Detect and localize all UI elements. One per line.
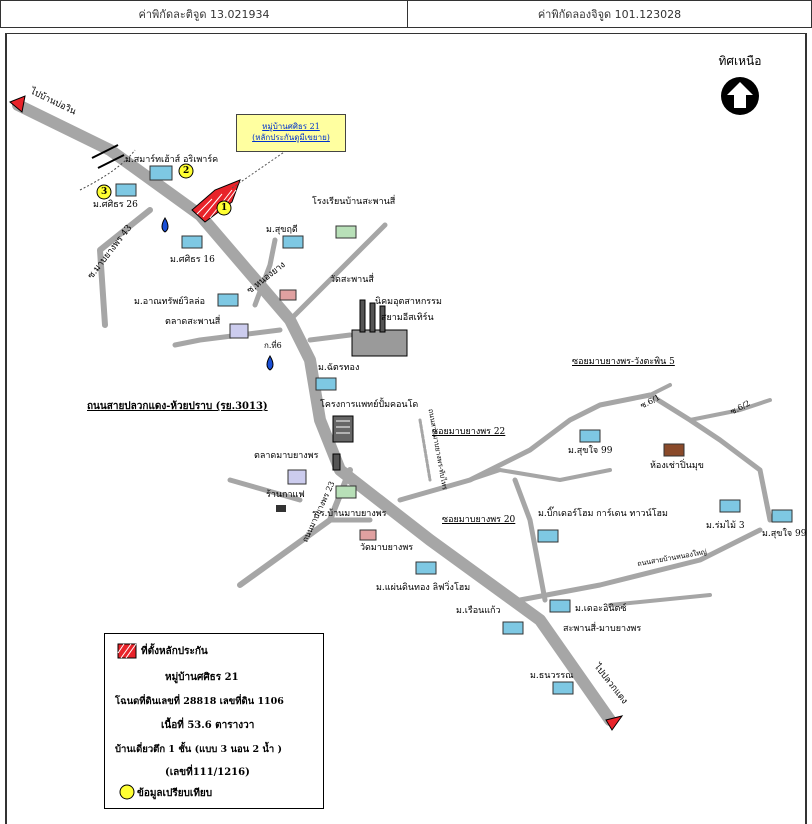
north-indicator: ทิศเหนือ (700, 52, 780, 117)
label-talat-saphan-si: ตลาดสะพานสี่ (165, 317, 221, 327)
legend-house: บ้านเดี่ยวตึก 1 ชั้น (แบบ 3 นอน 2 น้ำ ) (115, 744, 283, 755)
marker-3: 3 (101, 187, 108, 197)
label-hong-chao: ห้องเช่าปิ่นมุข (650, 461, 704, 471)
label-arthaphat: ม.อาณทรัพย์วิลล่อ (134, 297, 206, 307)
arrow-down-icon (605, 715, 624, 731)
factory-icon (351, 299, 408, 357)
label-suchai99-b: ม.สุขใจ 99 (762, 529, 807, 539)
house-icons (115, 165, 793, 695)
side-road (512, 477, 548, 603)
temple-icons (279, 289, 377, 541)
label-soi-20: ซอยมาบยางพร 20 (442, 515, 516, 525)
label-soi-22: ซอยมาบยางพร 22 (432, 427, 506, 437)
label-atm: ก.ที่6 (264, 341, 282, 350)
label-soi-5: ซอยมาบยางพร-วังตะพิน 5 (572, 357, 675, 367)
label-school: โรงเรียนบ้านสะพานสี่ (312, 197, 396, 207)
marker-circles (96, 163, 232, 216)
legend-deed: โฉนดที่ดินเลขที่ 28818 เลขที่ดิน 1106 (115, 696, 284, 707)
side-road (97, 207, 153, 328)
collateral-callout: หมู่บ้านศศิธร 21 (หลักประกันดูมีเขยาย) (236, 114, 346, 152)
side-road (608, 593, 712, 607)
side-road (252, 237, 278, 308)
bridge-icon (91, 144, 125, 169)
label-the-crown: ม.เดอะอินิตซ์ (575, 604, 627, 614)
side-road (688, 398, 772, 422)
collateral-plot (191, 179, 241, 223)
collateral-swatch-icon (117, 643, 137, 659)
label-chuchat: ม.สุขฤดี (266, 225, 298, 235)
side-road (517, 527, 763, 603)
compare-marker-icon (119, 784, 135, 800)
marker-2: 2 (183, 166, 190, 176)
label-thanwarat: ม.ธนวรรณ (530, 671, 574, 681)
label-ruamjai3: ม.ร่มไม้ 3 (706, 521, 745, 531)
marker-1: 1 (221, 203, 228, 213)
side-road (468, 468, 612, 482)
latitude-cell: ค่าพิกัดละติจูด 13.021934 (0, 0, 408, 28)
label-condo: โครงการแพทย์ปั้มคอนโด (320, 400, 419, 410)
school-icons (229, 225, 357, 499)
side-road (307, 332, 353, 343)
gas-station-icon (161, 217, 274, 371)
side-road (172, 327, 283, 348)
label-wat-saphan-si: วัดสะพานสี่ (330, 275, 374, 285)
label-industrial-1: นิคมอุตสาหกรรม (375, 297, 442, 307)
label-road-3013: ถนนสายปลวกแดง-ห้วยปราบ (รย.3013) (87, 401, 268, 412)
north-arrow-icon (721, 77, 759, 115)
label-raan-ko: ร้านกาแฟ (266, 490, 305, 500)
callout-line1: หมู่บ้านศศิธร 21 (262, 122, 320, 132)
label-school-mapyang: ร.ร.บ้านมาบยางพร (312, 509, 387, 519)
legend-collateral: ที่ตั้งหลักประกัน (141, 646, 208, 657)
north-label: ทิศเหนือ (718, 54, 762, 68)
label-talat-mapyang: ตลาดมาบยางพร (254, 451, 319, 461)
latitude-text: ค่าพิกัดละติจูด 13.021934 (138, 8, 270, 21)
label-paradise: ม.แผ่นดินทอง ลิฟวิ่งโฮม (376, 583, 471, 593)
side-road (418, 418, 432, 482)
side-road (397, 392, 773, 523)
legend-village: หมู่บ้านศศิธร 21 (165, 672, 239, 683)
traffic-light-icon (332, 453, 341, 471)
map-legend: ที่ตั้งหลักประกัน หมู่บ้านศศิธร 21 โฉนดท… (104, 633, 324, 809)
coordinate-header: ค่าพิกัดละติจูด 13.021934 ค่าพิกัดลองจิจ… (0, 0, 812, 30)
label-sasithorn26: ม.ศศิธร 26 (93, 200, 138, 210)
label-industrial-2: สยามอีสเทิร์น (381, 313, 434, 323)
label-suchai99-a: ม.สุขใจ 99 (568, 446, 613, 456)
side-road (227, 477, 303, 503)
shop-icon (276, 505, 286, 512)
label-saphan-mapyang: สะพานสี่-มาบยางพร (563, 624, 642, 634)
label-chatthong: ม.ฉัตรทอง (318, 363, 360, 373)
longitude-text: ค่าพิกัดลองจิจูด 101.123028 (537, 8, 682, 21)
legend-house-no: (เลขที่111/1216) (165, 767, 250, 778)
label-sasithorn16: ม.ศศิธร 16 (170, 255, 215, 265)
side-road (648, 383, 672, 397)
side-road (287, 222, 388, 323)
map-frame (5, 33, 807, 824)
label-big-garden: ม.บิ๊กเดอร์โฮม การ์เดน ทาวน์โฮม (538, 509, 668, 519)
label-smart-home: ม.สมาร์ทเฮ้าส์ อริเพาร์ค (125, 155, 219, 165)
arrow-left-icon (9, 95, 26, 113)
legend-area: เนื้อที่ 53.6 ตารางวา (161, 720, 255, 731)
condo-icon (332, 415, 354, 443)
rental-icon (663, 443, 685, 457)
callout-line2: (หลักประกันดูมีเขยาย) (252, 133, 330, 142)
label-wat-mapyang: วัดมาบยางพร (360, 543, 414, 553)
main-highway (12, 99, 616, 726)
legend-compare: ข้อมูลเปรียบเทียบ (137, 788, 213, 799)
label-rueankaew: ม.เรือนแก้ว (456, 606, 501, 616)
